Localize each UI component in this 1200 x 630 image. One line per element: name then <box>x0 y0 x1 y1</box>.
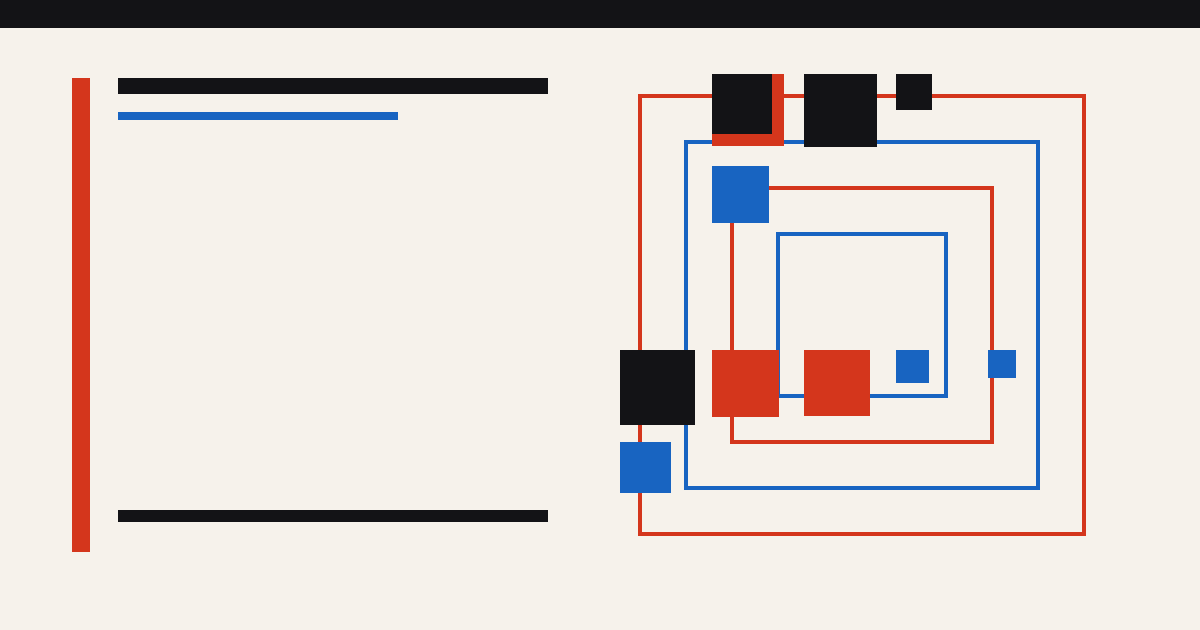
blue-square-upper <box>712 166 769 223</box>
blue-square-lower-left <box>620 442 671 493</box>
blue-square-mid-small <box>896 350 929 383</box>
footer-placeholder-bar <box>118 510 548 522</box>
subtitle-placeholder-bar <box>118 112 398 120</box>
black-square-top-left <box>712 74 772 134</box>
black-square-top-right <box>896 74 932 110</box>
blue-square-mid-tiny <box>988 350 1016 378</box>
black-square-top-middle <box>804 74 877 147</box>
title-placeholder-bar <box>118 78 548 94</box>
red-square-mid-2 <box>804 350 870 416</box>
red-square-mid-1 <box>712 350 779 417</box>
top-strip <box>0 0 1200 28</box>
accent-bar <box>72 78 90 552</box>
black-square-mid-left <box>620 350 695 425</box>
inner-red-frame <box>730 186 994 444</box>
